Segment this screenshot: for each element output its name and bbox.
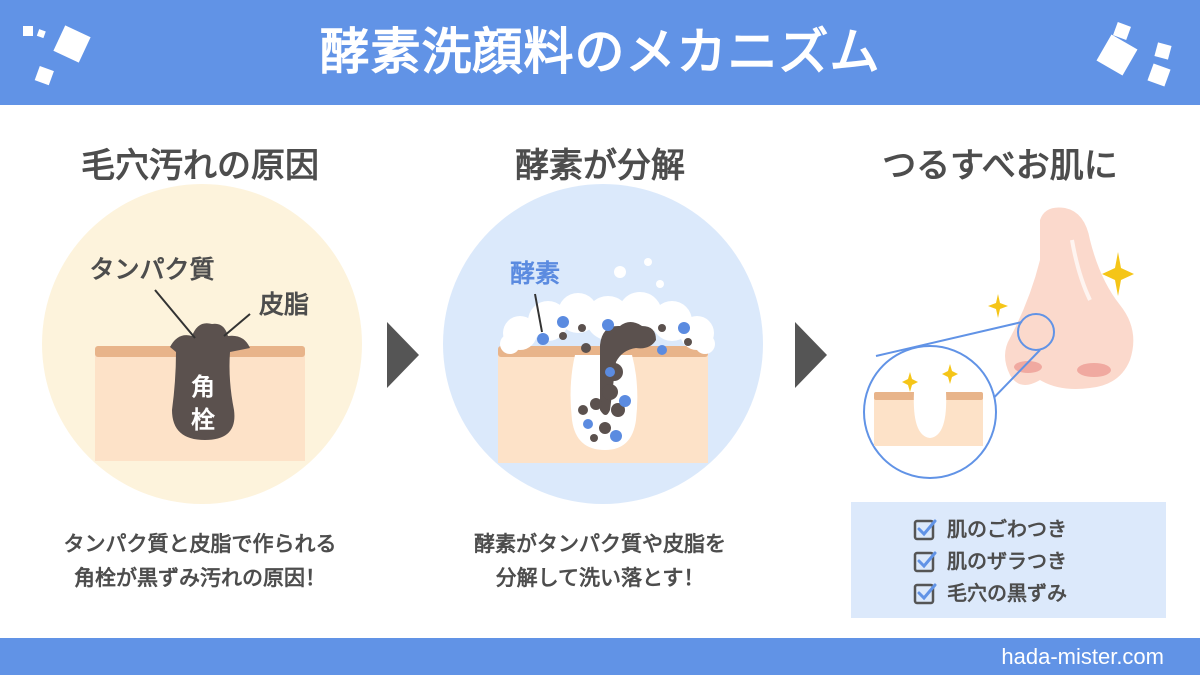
checkbox-checked-icon: [913, 551, 937, 573]
sparkle-icon: [942, 364, 958, 384]
header-decoration: [23, 22, 1172, 87]
sparkle-icon: [988, 294, 1008, 318]
smooth-skin-diagram: [863, 207, 1134, 479]
nostril: [1077, 363, 1111, 377]
sparkle-icon: [902, 372, 918, 392]
heading-smooth-skin: つるすべお肌に: [882, 146, 1118, 186]
nose-highlight: [1070, 239, 1092, 301]
checklist-item-label: 肌のザラつき: [947, 549, 1067, 573]
header-banner: [0, 0, 1200, 105]
label-protein: タンパク質: [89, 255, 214, 284]
next-arrow-icon: [795, 322, 827, 388]
checklist-item-label: 毛穴の黒ずみ: [947, 581, 1067, 605]
next-arrow-icon: [387, 322, 419, 388]
checkbox-checked-icon: [913, 519, 937, 541]
pointer-line: [534, 293, 543, 333]
zoom-line: [875, 321, 1023, 357]
confetti-square-icon: [36, 29, 46, 39]
confetti-square-icon: [34, 66, 54, 86]
pore-dirt-diagram: タンパク質 皮脂 角 栓: [42, 184, 362, 504]
label-enzyme: 酵素: [510, 259, 560, 288]
heading-cause: 毛穴汚れの原因: [81, 146, 319, 186]
description-line: 酵素がタンパク質や皮脂を: [474, 532, 726, 556]
site-url-link[interactable]: hada-mister.com: [1001, 644, 1164, 669]
description-enzyme: 酵素がタンパク質や皮脂を 分解して洗い落とす！: [410, 527, 790, 595]
pointer-line: [223, 313, 251, 337]
description-cause: タンパク質と皮脂で作られる 角栓が黒ずみ汚れの原因！: [10, 527, 390, 595]
label-sebum: 皮脂: [259, 290, 309, 319]
checkbox-checked-icon: [913, 583, 937, 605]
description-line: タンパク質と皮脂で作られる: [63, 532, 337, 556]
confetti-square-icon: [1147, 63, 1171, 87]
confetti-square-icon: [53, 25, 91, 63]
keratin-plug: [170, 323, 250, 440]
confetti-square-icon: [1113, 22, 1131, 40]
heading-enzyme: 酵素が分解: [515, 146, 685, 186]
plug-fragments: [559, 322, 692, 442]
label-plug-line2: 栓: [191, 406, 215, 434]
enzyme-particles: [537, 316, 690, 442]
checklist-item-label: 肌のごわつき: [947, 517, 1067, 541]
clean-pore: [913, 392, 947, 438]
page-title: 酵素洗顔料のメカニズム: [319, 23, 881, 81]
description-line: 分解して洗い落とす！: [495, 566, 705, 590]
pointer-line: [154, 289, 196, 339]
label-plug-line1: 角: [191, 373, 215, 401]
nose-illustration: [1005, 207, 1134, 389]
sparkle-icon: [1102, 252, 1134, 296]
confetti-square-icon: [1154, 42, 1172, 60]
confetti-square-icon: [1096, 34, 1138, 76]
enzyme-diagram: 酵素: [443, 184, 763, 504]
checklist-box: 肌のごわつき 肌のザラつき 毛穴の黒ずみ: [851, 502, 1166, 618]
zoom-target-circle: [1017, 313, 1055, 351]
confetti-square-icon: [23, 26, 33, 36]
description-line: 角栓が黒ずみ汚れの原因！: [74, 566, 326, 590]
footer-bar: hada-mister.com: [0, 638, 1200, 675]
